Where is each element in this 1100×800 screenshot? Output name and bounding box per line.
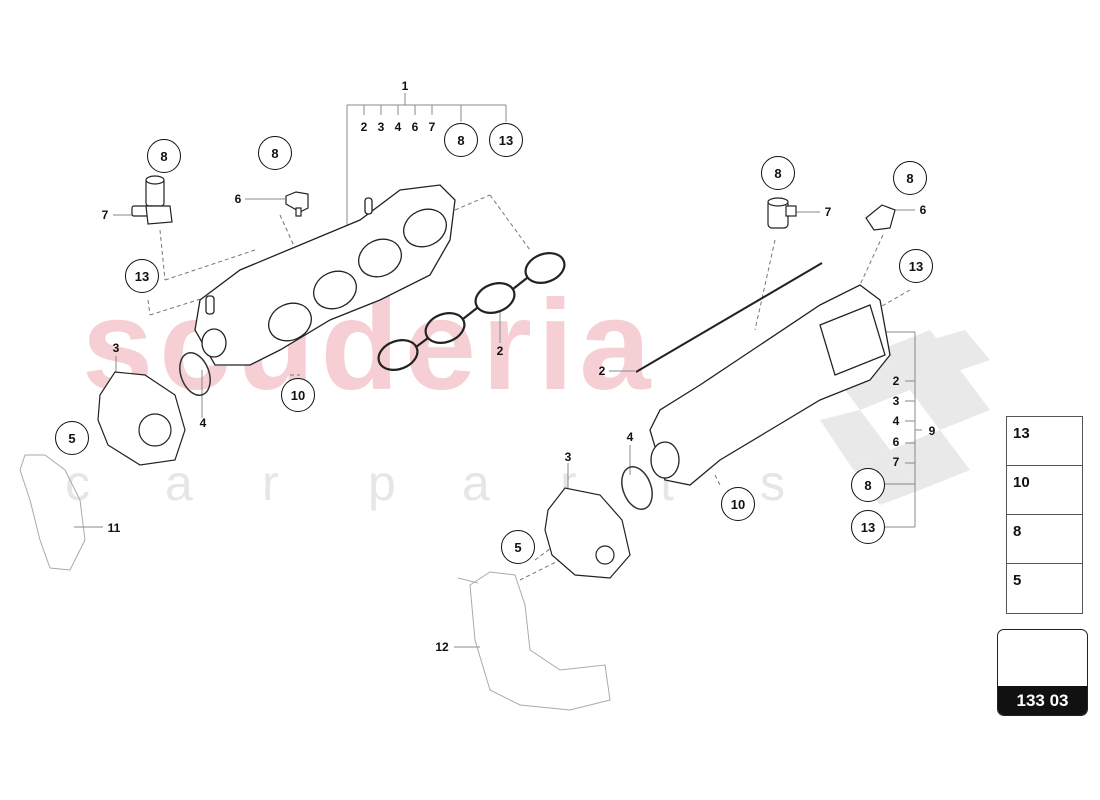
watermark-letter: a bbox=[462, 455, 490, 511]
throttle-right bbox=[544, 487, 631, 579]
group-label: 1 bbox=[401, 79, 409, 93]
legend-row[interactable]: 8 bbox=[1007, 515, 1082, 564]
group-item-label: 7 bbox=[428, 120, 436, 134]
legend-number: 8 bbox=[1013, 523, 1022, 540]
callout-circle[interactable]: 13 bbox=[489, 123, 523, 157]
callout-circle[interactable]: 13 bbox=[125, 259, 159, 293]
hose-left bbox=[19, 454, 86, 571]
watermark-letter: p bbox=[368, 455, 396, 511]
throttle-left bbox=[97, 371, 186, 466]
group-item-label: 2 bbox=[892, 374, 900, 388]
watermark-letter: c bbox=[65, 455, 90, 511]
part-label: 2 bbox=[598, 364, 606, 378]
ring-right bbox=[621, 466, 653, 510]
callout-circle[interactable]: 10 bbox=[721, 487, 755, 521]
watermark-letter: r bbox=[262, 455, 279, 511]
group-item-label: 6 bbox=[892, 435, 900, 449]
part-label: 6 bbox=[234, 192, 242, 206]
callout-circle[interactable]: 5 bbox=[501, 530, 535, 564]
part-label: 7 bbox=[101, 208, 109, 222]
ring-left bbox=[179, 352, 211, 396]
callout-circle[interactable]: 8 bbox=[851, 468, 885, 502]
part-label: 11 bbox=[107, 521, 121, 535]
group-item-label: 4 bbox=[394, 120, 402, 134]
watermark-letter: s bbox=[760, 455, 785, 511]
part-label: 12 bbox=[435, 640, 449, 654]
part-label: 3 bbox=[112, 341, 120, 355]
callout-circle[interactable]: 13 bbox=[851, 510, 885, 544]
callout-circle[interactable]: 13 bbox=[899, 249, 933, 283]
sensor-left-a bbox=[131, 175, 173, 225]
group-item-label: 3 bbox=[892, 394, 900, 408]
legend-number: 10 bbox=[1013, 474, 1030, 491]
legend-number: 5 bbox=[1013, 572, 1022, 589]
hardware-legend: 13 10 8 5 bbox=[1006, 416, 1083, 614]
callout-circle[interactable]: 5 bbox=[55, 421, 89, 455]
manifold-right bbox=[649, 284, 891, 486]
part-label: 3 bbox=[564, 450, 572, 464]
part-label: 4 bbox=[199, 416, 207, 430]
group-label: 9 bbox=[928, 424, 936, 438]
callout-circle[interactable]: 8 bbox=[444, 123, 478, 157]
legend-row[interactable]: 5 bbox=[1007, 564, 1082, 613]
group-item-label: 4 bbox=[892, 414, 900, 428]
manifold-left bbox=[194, 184, 456, 366]
page-code: 133 03 bbox=[998, 686, 1087, 715]
sensor-right-b bbox=[865, 204, 896, 231]
hose-right bbox=[457, 571, 611, 711]
part-label: 4 bbox=[626, 430, 634, 444]
watermark-letter: a bbox=[165, 455, 193, 511]
callout-circle[interactable]: 10 bbox=[281, 378, 315, 412]
group-item-label: 7 bbox=[892, 455, 900, 469]
sensor-right-a bbox=[767, 197, 797, 229]
callout-circle[interactable]: 8 bbox=[147, 139, 181, 173]
group-item-label: 6 bbox=[411, 120, 419, 134]
legend-number: 13 bbox=[1013, 425, 1030, 442]
group-item-label: 2 bbox=[360, 120, 368, 134]
callout-circle[interactable]: 8 bbox=[258, 136, 292, 170]
callout-circle[interactable]: 8 bbox=[761, 156, 795, 190]
sensor-left-b bbox=[285, 191, 309, 217]
fuel-rail-right bbox=[635, 262, 823, 373]
gasket-left bbox=[377, 252, 566, 371]
part-label: 2 bbox=[496, 344, 504, 358]
part-label: 6 bbox=[919, 203, 927, 217]
legend-row[interactable]: 13 bbox=[1007, 417, 1082, 466]
group-item-label: 3 bbox=[377, 120, 385, 134]
callout-circle[interactable]: 8 bbox=[893, 161, 927, 195]
part-label: 7 bbox=[824, 205, 832, 219]
page-code-badge[interactable]: 133 03 bbox=[997, 629, 1088, 716]
legend-row[interactable]: 10 bbox=[1007, 466, 1082, 515]
